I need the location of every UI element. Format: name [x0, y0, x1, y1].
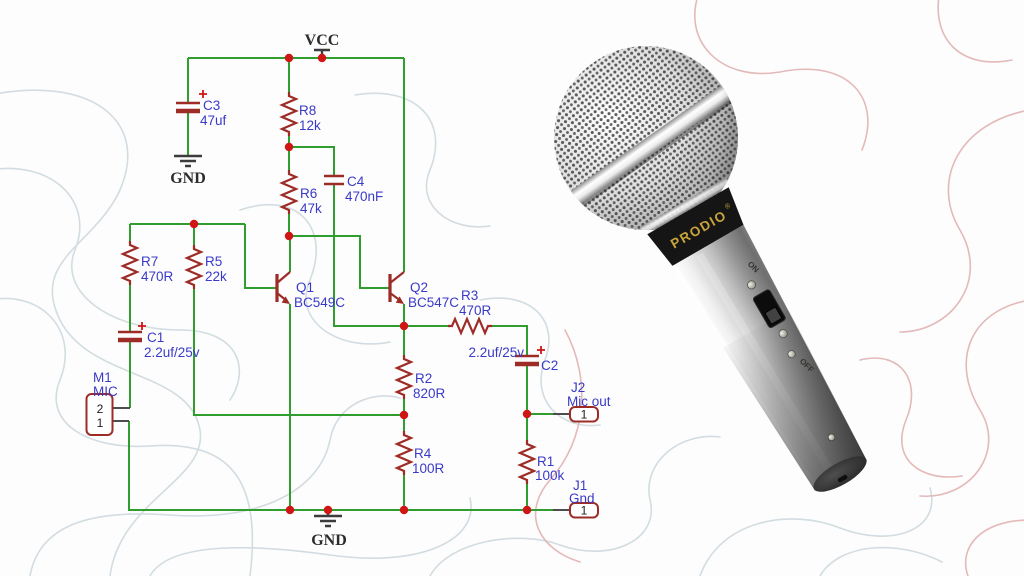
c3-ref-label: C3 [203, 98, 220, 113]
mic-grille-ball [554, 46, 738, 236]
c3-value-label: 47uf [200, 113, 227, 128]
r4-value-label: 100R [412, 461, 445, 476]
r8-value-label: 12k [299, 118, 321, 133]
r3-value-label: 470R [459, 303, 492, 318]
r2-ref-label: R2 [415, 371, 432, 386]
c1-ref-label: C1 [147, 330, 164, 345]
r7-ref-label: R7 [141, 254, 158, 269]
mic-body: ON OFF [672, 224, 867, 491]
m1-pin1-number: 1 [97, 416, 104, 430]
capacitor-c2: 2.2uf/25v C2 [468, 345, 558, 373]
microphone-photo: PRODIO ® ON OFF [554, 46, 867, 492]
resistor-r5: R5 22k [184, 245, 227, 289]
mic-screw-middle [778, 329, 788, 339]
r1-ref-label: R1 [537, 454, 554, 469]
resistor-r8: R8 12k [279, 92, 321, 136]
q1-value-label: BC549C [294, 295, 345, 310]
c4-ref-label: C4 [347, 174, 365, 189]
connector-m1: 2 1 M1 MIC [85, 370, 118, 436]
resistor-r7: R7 470R [120, 241, 174, 285]
c2-value-label: 2.2uf/25v [468, 345, 524, 360]
contour-lines-right [534, 0, 1024, 576]
j2-value-label: Mic out [567, 394, 611, 409]
connector-pin-stubs [113, 407, 570, 511]
resistor-r4: R4 100R [394, 431, 445, 476]
transistor-q2: Q2 BC547C [388, 271, 459, 310]
circuit-schematic: VCC GND GND C3 47uf R8 12k R6 [85, 32, 611, 549]
gnd-bottom-label: GND [311, 532, 347, 549]
q2-ref-label: Q2 [410, 280, 428, 295]
j1-ref-label: J1 [573, 478, 587, 493]
resistor-r6: R6 47k [279, 170, 322, 216]
contour-lines-left [0, 89, 943, 576]
schematic-wires [128, 57, 553, 511]
q1-ref-label: Q1 [296, 280, 314, 295]
mic-tail-screw [827, 433, 836, 442]
r1-value-label: 100k [535, 468, 565, 483]
j1-pin-number: 1 [581, 504, 588, 518]
connector-j2: 1 J2 Mic out [567, 380, 611, 423]
r6-value-label: 47k [300, 201, 322, 216]
resistor-r1: R1 100k [517, 440, 565, 484]
mic-screw-top [747, 280, 757, 290]
m1-pin2-number: 2 [97, 402, 104, 416]
r5-ref-label: R5 [205, 254, 222, 269]
vcc-label: VCC [305, 32, 340, 49]
m1-value-label: MIC [93, 384, 118, 399]
capacitor-c1: C1 2.2uf/25v [118, 322, 200, 360]
resistor-r2: R2 820R [394, 355, 446, 401]
mic-power-switch [752, 289, 786, 328]
gnd-top-label: GND [170, 170, 206, 187]
gnd-symbol-top: GND [170, 154, 206, 187]
r6-ref-label: R6 [300, 186, 317, 201]
c4-value-label: 470nF [345, 189, 383, 204]
r5-value-label: 22k [205, 269, 227, 284]
q2-value-label: BC547C [408, 295, 459, 310]
r4-ref-label: R4 [414, 446, 432, 461]
r2-value-label: 820R [413, 386, 446, 401]
r3-ref-label: R3 [461, 288, 478, 303]
j2-ref-label: J2 [571, 380, 585, 395]
r7-value-label: 470R [141, 269, 174, 284]
m1-ref-label: M1 [93, 370, 112, 385]
connector-j1: 1 J1 Gnd [569, 478, 599, 519]
j2-pin-number: 1 [581, 408, 588, 422]
c2-ref-label: C2 [541, 358, 558, 373]
resistor-r3: R3 470R [448, 288, 492, 336]
transistor-q1: Q1 BC549C [275, 271, 345, 310]
capacitor-c3: C3 47uf [176, 90, 227, 128]
mic-screw-lower [787, 350, 796, 359]
c1-value-label: 2.2uf/25v [144, 345, 200, 360]
gnd-symbol-bottom: GND [311, 510, 347, 549]
mic-registered-mark: ® [723, 201, 732, 211]
junction-dots [189, 53, 532, 515]
r8-ref-label: R8 [299, 103, 316, 118]
capacitor-c4: C4 470nF [324, 174, 383, 204]
mic-tail-cap [813, 456, 867, 492]
j1-value-label: Gnd [569, 491, 595, 506]
